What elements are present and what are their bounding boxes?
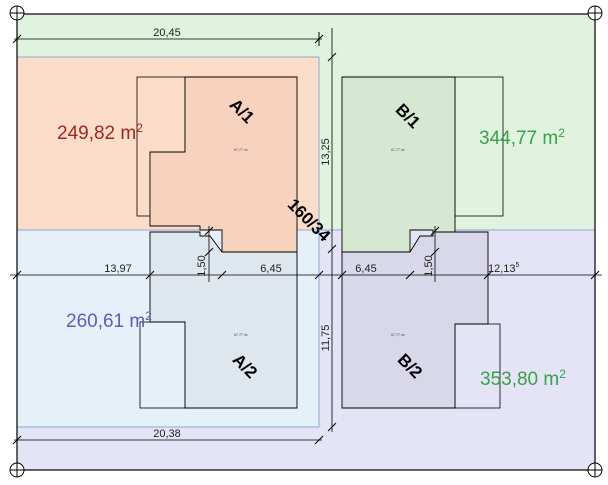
dim-bottom-width-label: 20,38 — [153, 428, 181, 440]
lot-a1-area-label: 249,82 m2 — [57, 121, 143, 144]
house-a1-area-label: 67,77 m² — [234, 148, 249, 152]
lot-b1-area-label: 344,77 m2 — [479, 126, 565, 149]
dim-b-notch — [430, 226, 440, 282]
house-a1 — [136, 76, 298, 253]
corner-marker-bottom-left — [9, 462, 25, 478]
dim-a-notch — [204, 226, 214, 282]
corner-marker-top-left — [9, 5, 25, 21]
lot-a2-area-label: 260,61 m2 — [66, 309, 152, 332]
dim-upper-depth-label: 13,25 — [320, 138, 332, 166]
house-a2-area-label: 67,77 m² — [234, 333, 249, 337]
dim-a-notch-label: 1,50 — [196, 255, 208, 276]
dim-bottom-width — [12, 435, 324, 445]
corner-marker-bottom-right — [587, 462, 603, 478]
dim-left-mid-label: 13,97 — [104, 263, 132, 275]
house-b2-area-label: 67,77 m² — [391, 333, 406, 337]
dim-top-width-label: 20,45 — [153, 27, 181, 39]
dim-mid-horizontal — [10, 270, 602, 280]
house-b2 — [341, 231, 501, 409]
dim-right-mid-label: 12,135 — [488, 262, 520, 275]
house-a2 — [139, 231, 298, 409]
house-b1-area-label: 67,77 m² — [391, 148, 406, 152]
parcel-boundary — [16, 13, 596, 471]
lot-b2-area-label: 353,80 m2 — [480, 367, 566, 390]
corner-marker-top-right — [587, 5, 603, 21]
dim-b-notch-label: 1,50 — [423, 255, 435, 276]
dim-top-width — [12, 32, 324, 46]
dim-b-offset-label: 6,45 — [355, 263, 376, 275]
dim-lower-depth-label: 11,75 — [320, 325, 332, 352]
dim-vertical-center — [327, 28, 337, 432]
house-b1 — [341, 76, 504, 253]
dim-a-offset-label: 6,45 — [260, 263, 281, 275]
